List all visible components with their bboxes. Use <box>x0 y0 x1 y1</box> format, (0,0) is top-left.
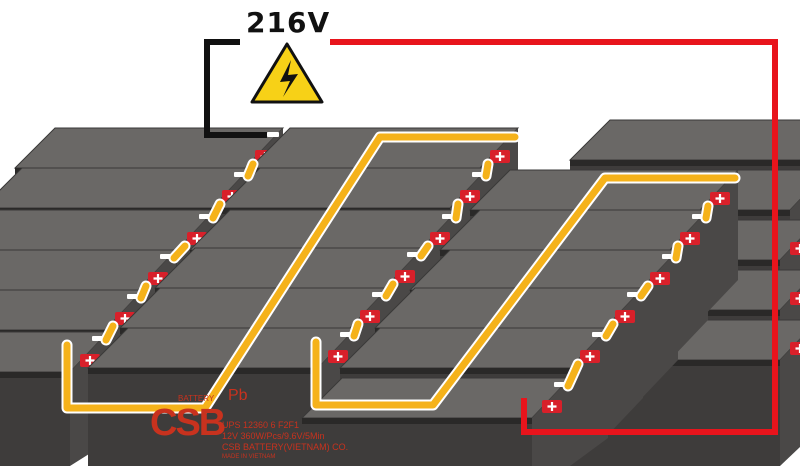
plus-icon <box>153 274 163 283</box>
spec-text: 12V 360W/Pcs/9.6V/5Min <box>222 431 325 441</box>
battery-top <box>568 119 800 161</box>
plus-icon <box>495 152 505 161</box>
model-text: UPS 12360 6 F2F1 <box>222 420 300 430</box>
series-jumper-wire <box>564 360 582 390</box>
plus-icon <box>715 194 725 203</box>
brand-sub: BATTERY <box>178 394 215 403</box>
battery-rim <box>302 418 532 424</box>
plus-icon <box>400 272 410 281</box>
series-jumper-wire <box>102 322 117 344</box>
battery-rim <box>0 372 70 378</box>
series-jumper-wire <box>482 160 492 180</box>
plus-icon <box>192 234 202 243</box>
series-jumper-wire <box>170 242 189 262</box>
battery-rim <box>570 160 800 166</box>
plus-icon <box>547 402 557 411</box>
series-jumper-wire <box>602 320 617 340</box>
plus-icon <box>655 274 665 283</box>
battery-front <box>0 372 70 466</box>
battery-top <box>0 167 252 209</box>
plus-icon <box>585 352 595 361</box>
battery-side <box>780 338 800 466</box>
series-jumper-wire <box>209 200 224 222</box>
plus-icon <box>620 312 630 321</box>
lightning-bolt-icon <box>280 60 298 97</box>
series-jumper-wire <box>244 160 257 180</box>
high-voltage-warning-icon <box>250 42 324 104</box>
plus-icon <box>795 294 800 303</box>
plus-icon <box>85 356 95 365</box>
plus-icon <box>120 314 130 323</box>
plus-icon <box>333 352 343 361</box>
plus-icon <box>795 344 800 353</box>
brand-logo: CSB <box>150 402 226 444</box>
plus-icon <box>795 244 800 253</box>
series-jumper-wire <box>452 200 462 222</box>
series-jumper-wire <box>137 282 150 302</box>
lead-mark: Pb <box>228 387 248 404</box>
series-jumper-wire <box>382 280 397 300</box>
plus-icon <box>685 234 695 243</box>
plus-icon <box>465 192 475 201</box>
minus-icon <box>267 132 279 137</box>
series-jumper-wire <box>637 282 652 300</box>
plus-icon <box>365 312 375 321</box>
series-jumper-wire <box>672 242 682 262</box>
plus-icon <box>435 234 445 243</box>
origin-text: MADE IN VIETNAM <box>222 454 276 460</box>
series-jumper-wire <box>417 242 432 260</box>
plus-terminal <box>790 342 800 355</box>
battery-side <box>532 378 570 466</box>
positive-lead-wire <box>330 39 778 435</box>
column-link-wire-2 <box>312 174 739 409</box>
voltage-label: 216V <box>246 6 331 39</box>
battery-front <box>88 368 318 466</box>
series-jumper-wire <box>350 320 362 340</box>
column-link-wire-1 <box>63 133 519 412</box>
battery <box>300 377 572 466</box>
battery-front <box>302 418 532 466</box>
plus-terminal <box>790 292 800 305</box>
plus-terminal <box>790 242 800 255</box>
series-jumper-wire <box>702 202 712 222</box>
battery-rim <box>88 368 318 374</box>
maker-text: CSB BATTERY(VIETNAM) CO. <box>222 442 349 452</box>
negative-lead-wire <box>204 39 267 138</box>
